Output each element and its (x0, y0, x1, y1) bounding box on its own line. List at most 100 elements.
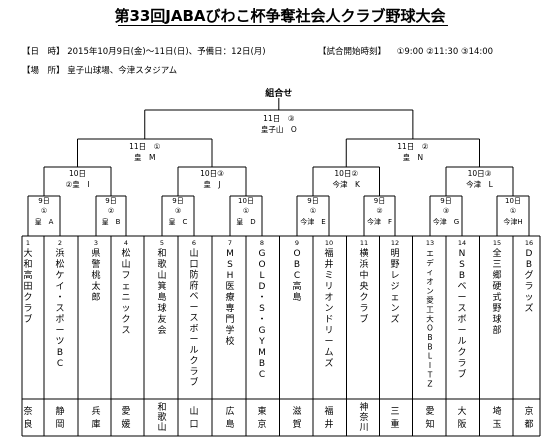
qf-date: 10日② (334, 169, 358, 178)
team-name: 県警桃太郎 (91, 248, 100, 303)
qf-game: ②皇 I (66, 179, 90, 189)
qf-game: 皇 J (203, 179, 220, 189)
team-prefecture: 静岡 (55, 405, 64, 430)
team-prefecture: 埼玉 (492, 405, 501, 430)
r1-date: 9日 (374, 197, 385, 205)
team-seed: 8 (260, 239, 264, 247)
r1-game: 皇 B (102, 217, 121, 226)
r1-slot: ① (510, 207, 516, 215)
venue-label: 【場 所】 (22, 66, 65, 76)
qf-game: 今津 K (333, 179, 361, 189)
qf-date: 10日③ (468, 169, 492, 178)
start-time-row: 【試合開始時刻】 ①9:00 ②11:30 ③14:00 (318, 45, 493, 57)
sf-date: 11日 ① (129, 142, 161, 151)
r1-game: 今津 F (367, 217, 392, 226)
team-name: 和歌山箕島球友会 (157, 248, 166, 336)
team-prefecture: 福井 (324, 405, 333, 430)
team-prefecture: 滋賀 (292, 405, 301, 430)
team-prefecture: 和歌山 (157, 402, 166, 433)
team-prefecture: 京都 (524, 405, 533, 430)
r1-date: 9日 (307, 197, 318, 205)
team-name: 横浜中央クラブ (359, 247, 368, 325)
start-time-text: ①9:00 ②11:30 ③14:00 (396, 47, 494, 57)
team-name: 全三郷硬式野球部 (492, 247, 501, 336)
r1-slot: ② (376, 207, 382, 215)
date-row: 【日 時】 2015年10月9日(金)～11日(日)、予備日：12日(月) (22, 45, 266, 57)
r1-slot: ② (108, 207, 114, 215)
team-prefecture: 東京 (257, 405, 266, 430)
qf-date: 10日 (69, 169, 86, 178)
r1-date: 9日 (105, 197, 116, 205)
team-prefecture: 大阪 (457, 405, 466, 430)
r1-date: 9日 (38, 197, 49, 205)
r1-date: 9日 (440, 197, 451, 205)
date-label: 【日 時】 (22, 47, 65, 57)
bracket-heading: 組合せ (265, 87, 292, 99)
team-seed: 14 (458, 239, 466, 247)
team-prefecture: 神奈川 (359, 401, 368, 433)
start-time-label: 【試合開始時刻】 (318, 47, 387, 57)
team-prefecture: 広島 (225, 405, 234, 430)
page-title: 第33回JABAびわこ杯争奪社会人クラブ野球大会 (114, 7, 446, 25)
r1-slot: ① (310, 207, 316, 215)
team-prefecture: 山口 (189, 406, 198, 430)
qf-game: 今津 L (466, 179, 493, 189)
team-seed: 12 (391, 239, 399, 247)
team-seed: 16 (525, 239, 533, 247)
team-seed: 13 (426, 239, 434, 247)
venue-text: 皇子山球場、今津スタジアム (67, 66, 178, 76)
team-name: 松山フェニックス (121, 247, 130, 336)
r1-game: 今津 G (433, 217, 459, 226)
team-name: 明野レジェンズ (390, 248, 399, 325)
team-name: 大和高田クラブ (23, 247, 32, 325)
date-text: 2015年10月9日(金)～11日(日)、予備日：12日(月) (67, 47, 266, 57)
r1-game: 皇 C (169, 217, 188, 226)
r1-date: 10日 (238, 197, 254, 205)
venue-row: 【場 所】 皇子山球場、今津スタジアム (22, 64, 177, 76)
team-seed: 6 (192, 239, 196, 247)
team-prefecture: 兵庫 (91, 405, 100, 430)
title-underline (118, 25, 448, 26)
sf-game: 皇 M (134, 152, 155, 162)
sf-game: 皇 N (403, 152, 424, 162)
r1-slot: ③ (443, 207, 449, 215)
final-date: 11日 ③ (263, 114, 295, 123)
team-seed: 10 (325, 239, 333, 247)
team-seed: 9 (295, 239, 299, 247)
r1-game: 皇 A (35, 217, 54, 226)
r1-game: 今津H (503, 217, 522, 226)
team-prefecture: 愛知 (425, 405, 434, 430)
team-seed: 7 (228, 239, 232, 247)
r1-slot: ③ (175, 207, 181, 215)
r1-game: 今津 E (300, 217, 325, 226)
team-seed: 1 (26, 239, 30, 247)
team-seed: 3 (94, 239, 98, 247)
r1-date: 10日 (505, 197, 521, 205)
final-game: 皇子山 O (261, 124, 297, 134)
r1-game: 皇 D (236, 217, 255, 226)
r1-slot: ① (41, 207, 47, 215)
team-seed: 2 (58, 239, 62, 247)
team-prefecture: 愛媛 (121, 405, 130, 430)
sf-date: 11日 ② (397, 142, 429, 151)
team-seed: 11 (360, 239, 368, 247)
team-name: 福井ミリオンドリームズ (324, 247, 333, 369)
team-prefecture: 三重 (390, 407, 399, 430)
r1-slot: ① (243, 207, 249, 215)
team-seed: 5 (160, 239, 164, 247)
team-prefecture: 奈良 (23, 405, 32, 430)
team-seed: 15 (493, 239, 501, 247)
team-seed: 4 (124, 239, 128, 247)
r1-date: 9日 (172, 197, 183, 205)
qf-date: 10日③ (200, 169, 224, 178)
team-name: 山口防府ベースボールクラブ (189, 248, 198, 388)
